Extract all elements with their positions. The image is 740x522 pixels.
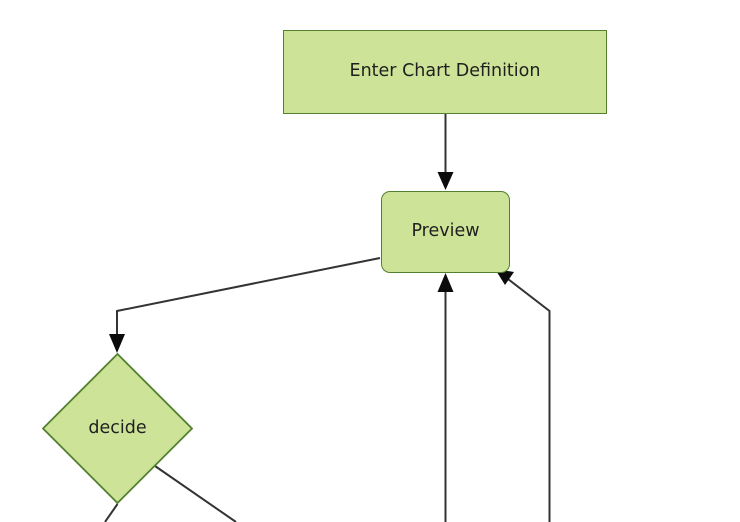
node-label: decide: [88, 417, 147, 438]
node-enter-chart-definition[interactable]: Enter Chart Definition: [283, 30, 607, 114]
node-label: Enter Chart Definition: [349, 61, 541, 82]
edge-decide-down-left: [104, 503, 119, 522]
node-decide[interactable]: decide: [42, 353, 193, 504]
node-label: Preview: [411, 221, 480, 242]
diamond-shape: [42, 353, 193, 504]
edge-preview-decide: [109, 257, 381, 353]
edge-offscreen-center-preview: [437, 273, 454, 522]
edge-enter-preview: [437, 114, 454, 190]
edge-offscreen-right-preview: [495, 269, 551, 522]
node-preview[interactable]: Preview: [381, 191, 510, 273]
edge-decide-down-right: [154, 465, 237, 522]
